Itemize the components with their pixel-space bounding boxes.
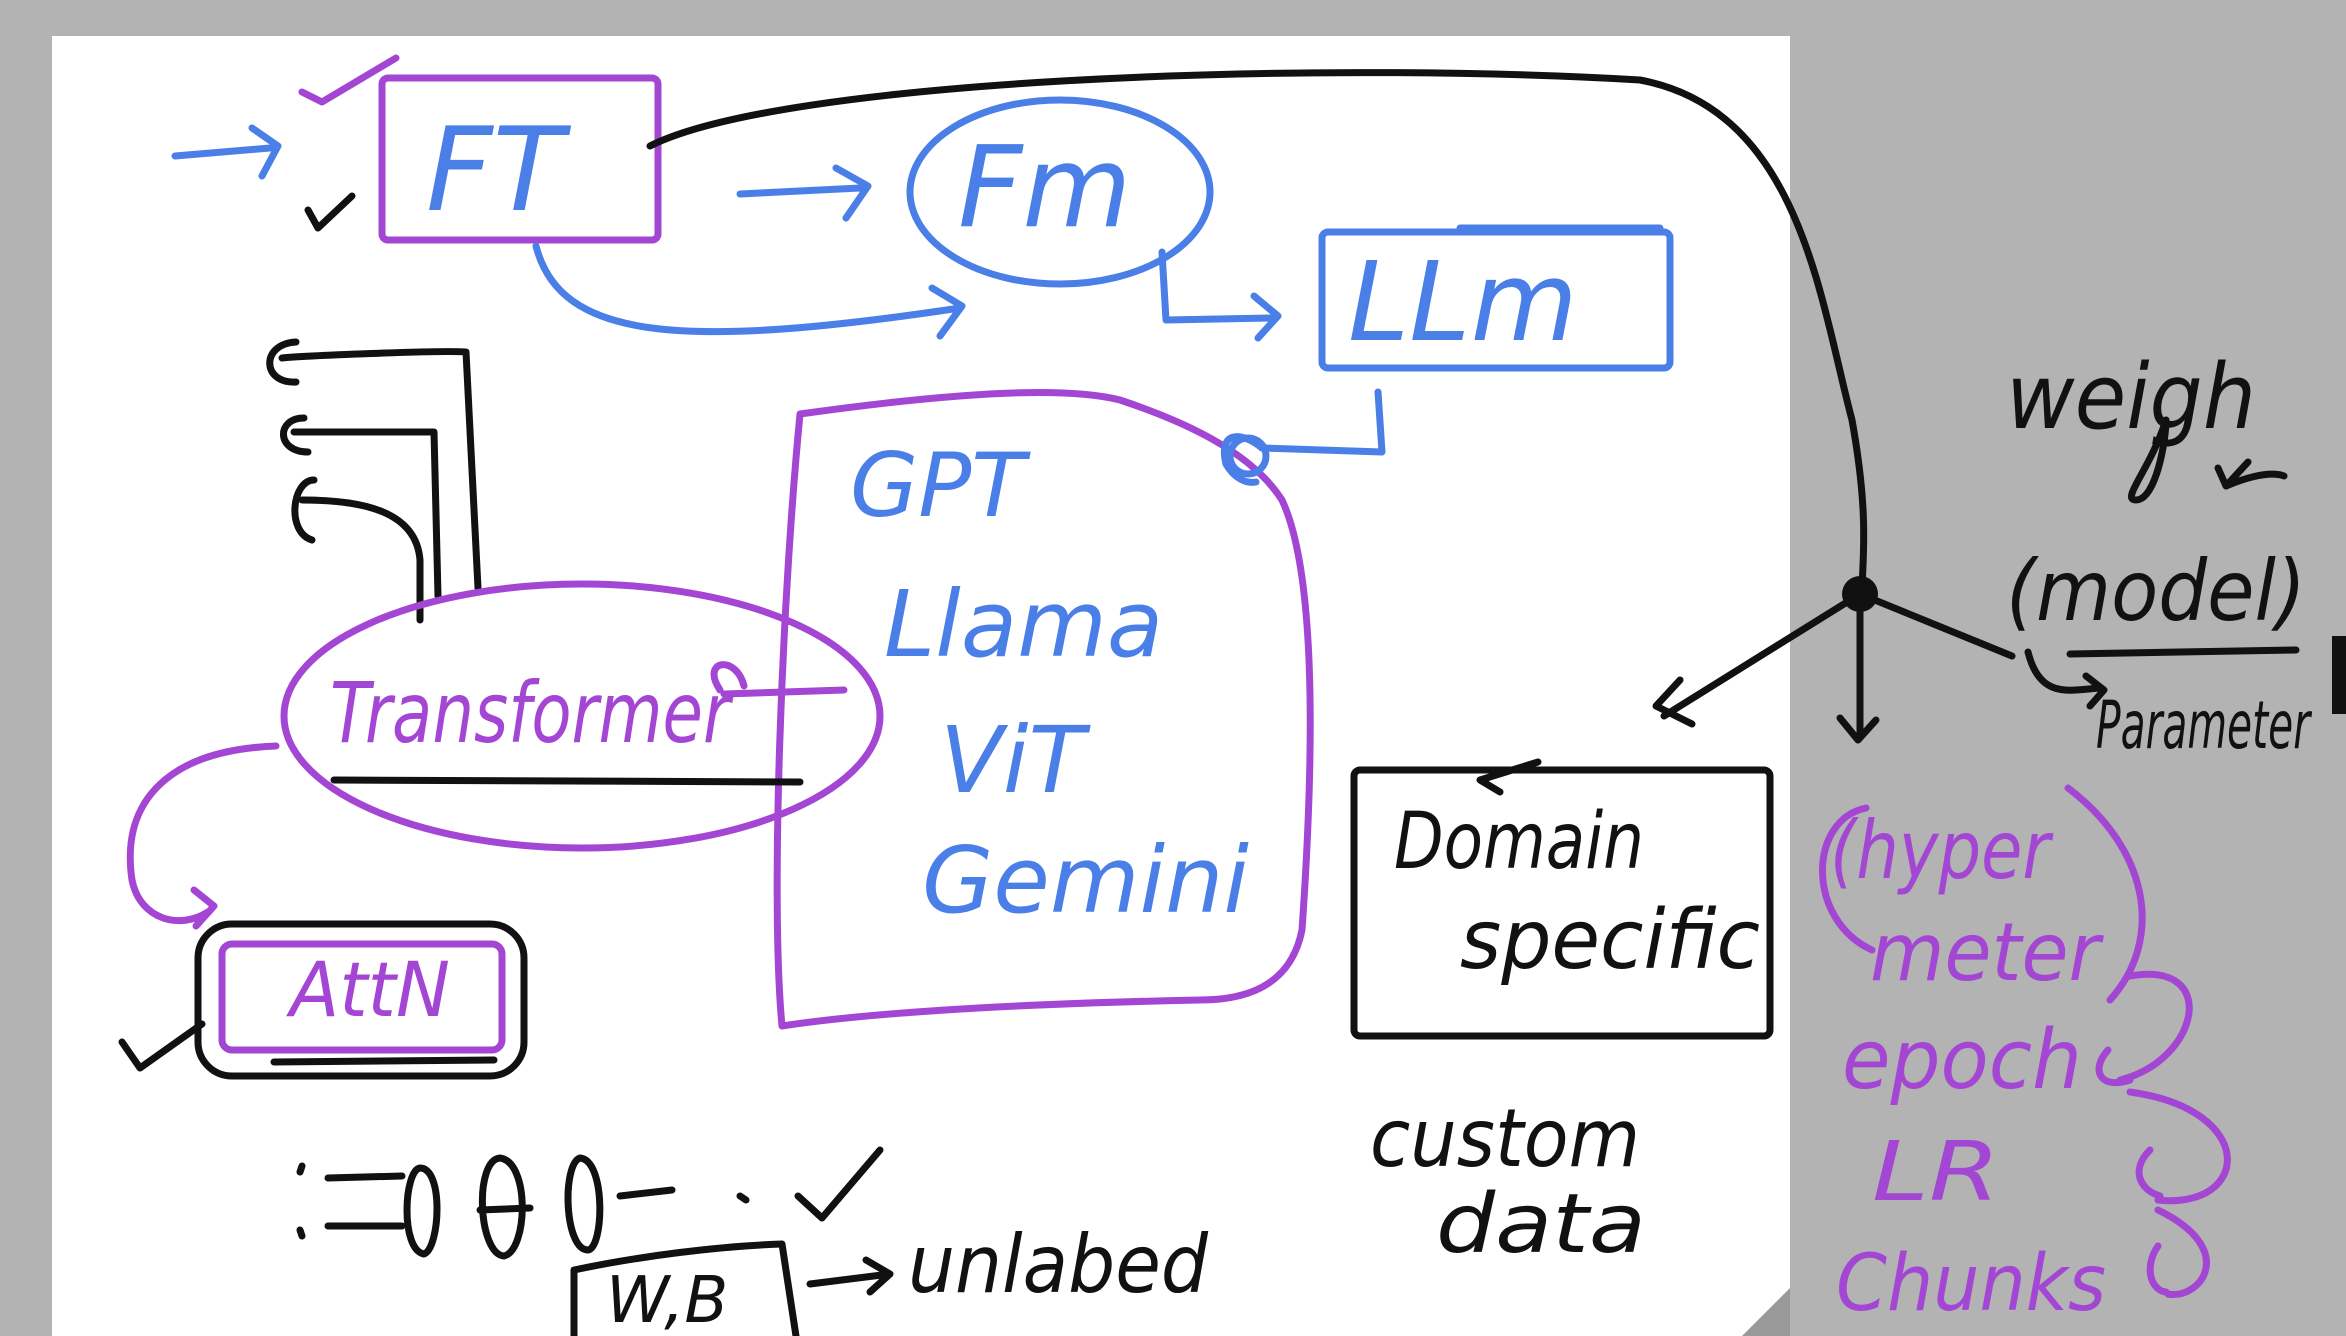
- custom-label-line1: custom: [1370, 1092, 1640, 1185]
- attn-box-inner: [218, 940, 506, 1054]
- transformer-to-models-link: [710, 661, 848, 698]
- transformer-underline: [330, 776, 804, 786]
- attn-label: AttN: [285, 945, 450, 1034]
- stack-icon-bracket-3: [291, 476, 424, 624]
- tick-mark-bottom: [794, 1146, 884, 1222]
- attn-box-outer: [194, 920, 528, 1080]
- transformer-to-attn-curve: [126, 742, 280, 930]
- hyper-bracket: [1819, 784, 2231, 1298]
- chunks-label: Chunks: [1836, 1239, 2106, 1329]
- llm-label: LLm: [1348, 238, 1578, 366]
- weights-label: weigh: [2006, 345, 2256, 450]
- transformer-label: Transformer: [330, 664, 733, 762]
- arrow-ft-to-llm-curve: [532, 242, 966, 340]
- model-item-2: Llama: [884, 571, 1163, 678]
- hyper-label-line2: meter: [1870, 906, 2105, 999]
- epoch-label: epoch: [1842, 1013, 2082, 1108]
- connector-ft-to-weights: [646, 69, 1868, 598]
- domain-box-arrow: [1476, 758, 1542, 796]
- model-item-3: ViT: [940, 707, 1091, 814]
- arrow-ft-to-fm: [736, 164, 872, 222]
- link-loop-icon: [1226, 434, 1270, 478]
- tick-mark-attn: [118, 1020, 206, 1072]
- arrow-fm-to-llm: [1158, 248, 1282, 342]
- model-to-parameter-arrow: [2024, 648, 2108, 710]
- lr-label: LR: [1872, 1125, 2000, 1220]
- attn-underline: [270, 1056, 498, 1066]
- custom-label-line2: data: [1436, 1177, 1646, 1272]
- model-item-4: Gemini: [922, 827, 1249, 934]
- spoke-left-arrow: [1652, 590, 1864, 728]
- ft-box: [378, 74, 662, 244]
- domain-specific-box: [1350, 766, 1774, 1040]
- hyper-label-line1: (hyper: [1830, 804, 2054, 897]
- page-fold-corner: [1742, 1288, 1790, 1336]
- llm-box: [1318, 228, 1674, 372]
- scroll-handle[interactable]: [2332, 636, 2346, 714]
- parameter-label: Parameter: [2096, 687, 2312, 764]
- spoke-down-arrow: [1836, 590, 1880, 744]
- wb-label: W,B: [606, 1264, 728, 1336]
- unlabeled-label: unlabed: [908, 1218, 1209, 1311]
- spoke-right-line: [1856, 590, 2016, 660]
- stack-icon-bracket-2: [280, 414, 442, 600]
- neuron-sketch: [296, 1154, 750, 1260]
- wb-box: [570, 1240, 800, 1336]
- tick-mark-ft: [304, 192, 356, 232]
- fm-label: Fm: [958, 123, 1132, 253]
- domain-label-line1: Domain: [1394, 797, 1644, 887]
- whiteboard-canvas[interactable]: [52, 36, 1790, 1336]
- transformer-ellipse: [280, 580, 884, 852]
- weights-descender: [2127, 416, 2288, 504]
- arrow-wb-to-unlabeled: [806, 1256, 894, 1296]
- stack-icon-bracket-1: [266, 338, 482, 592]
- domain-label-line2: specific: [1460, 893, 1760, 988]
- models-box: [773, 389, 1314, 1030]
- model-underline: [2066, 646, 2300, 658]
- model-item-1: GPT: [850, 434, 1031, 537]
- fm-ellipse: [906, 96, 1214, 288]
- ft-label: FT: [426, 103, 572, 238]
- tick-mark-top: [298, 54, 400, 106]
- model-label: (model): [2006, 542, 2306, 640]
- arrow-into-ft: [171, 124, 282, 180]
